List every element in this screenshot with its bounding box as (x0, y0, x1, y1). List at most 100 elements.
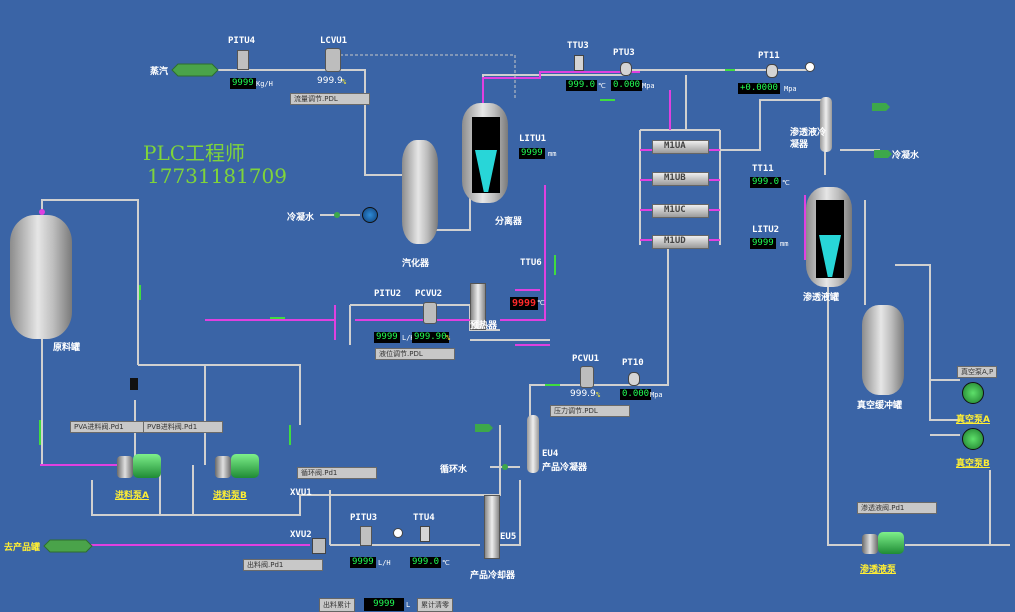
vacuum-pump-b[interactable] (962, 428, 984, 450)
tt11-value: 999.0 (750, 177, 782, 188)
pcvu1-unit: % (596, 391, 601, 399)
pt10-unit: Mpa (650, 391, 663, 399)
pump-indicator-icon (362, 207, 378, 223)
ttu6-tag: TTU6 (520, 258, 542, 268)
xvu1-tag: XVU1 (290, 488, 312, 498)
litu1-tag: LITU1 (519, 134, 547, 144)
steam-label: 蒸汽 (150, 67, 169, 77)
permeate-pump-label[interactable]: 渗透液泵 (860, 565, 897, 575)
pt11-tag: PT11 (758, 51, 780, 61)
control-valve-icon[interactable] (423, 302, 437, 324)
pcvu2-tag: PCVU2 (415, 289, 443, 299)
ptu3-tag: PTU3 (613, 48, 635, 58)
pitu4-value: 9999 (230, 78, 256, 89)
watermark-line1: PLC工程师 (143, 141, 246, 165)
pitu3-unit: L/H (378, 559, 391, 567)
litu1-unit: mm (548, 150, 557, 158)
pressure-sensor-icon (628, 372, 640, 386)
control-valve-icon[interactable] (580, 366, 594, 388)
temp-sensor-icon (574, 55, 584, 71)
level-control-button[interactable]: 液位调节.PDL (375, 348, 455, 360)
membrane-module-a[interactable] (652, 140, 709, 154)
product-condenser-label: 产品冷凝器 (542, 463, 588, 473)
raw-material-tank (10, 215, 72, 339)
product-cooler-label: 产品冷却器 (470, 571, 516, 581)
litu2-tag: LITU2 (752, 225, 780, 235)
feed-pump-b-label[interactable]: 进料泵B (213, 491, 247, 501)
ttu4-value: 999.0 (410, 557, 442, 568)
pressure-gauge-icon (805, 62, 815, 72)
gasifier-label: 汽化器 (402, 259, 430, 269)
product-out-label: 去产品罐 (4, 543, 41, 553)
membrane-module-b[interactable] (652, 172, 709, 186)
ptu3-unit: Mpa (642, 82, 655, 90)
flow-meter-icon (360, 526, 372, 546)
pressure-control-button[interactable]: 压力调节.PDL (550, 405, 630, 417)
ptu3-value: 0.000 (611, 80, 643, 91)
separator-label: 分离器 (495, 217, 523, 227)
pitu2-tag: PITU2 (374, 289, 402, 299)
membrane-module-d[interactable] (652, 235, 709, 249)
tt11-tag: TT11 (752, 164, 774, 174)
ttu6-value: 9999 (510, 297, 539, 310)
pcvu1-tag: PCVU1 (572, 354, 600, 364)
lcvu1-unit: % (342, 78, 347, 86)
xvu2-tag: XVU2 (290, 530, 312, 540)
product-condenser (527, 415, 539, 473)
feed-pump-b[interactable] (215, 452, 260, 480)
pitu3-value: 9999 (350, 557, 376, 568)
ttu4-tag: TTU4 (413, 513, 435, 523)
vacuum-pump-b-label[interactable]: 真空泵B (956, 459, 990, 469)
preheater-label: 预热器 (470, 321, 498, 331)
pressure-gauge-icon (393, 528, 403, 538)
valve-xvu2-icon[interactable] (312, 538, 326, 554)
pvb-feed-valve[interactable]: PVB进料阀.Pd1 (143, 421, 223, 433)
membrane-module-c[interactable] (652, 204, 709, 218)
m1uc-label: M1UC (664, 205, 686, 215)
permeate-condenser (820, 97, 832, 152)
hand-valve-icon[interactable] (130, 378, 138, 390)
litu2-value: 9999 (750, 238, 776, 249)
pcvu2-value: 999.90 (412, 332, 449, 343)
control-valve-icon[interactable] (325, 48, 341, 72)
ttu6-unit: ℃ (537, 299, 545, 307)
reset-total-button[interactable]: 累计清零 (417, 598, 453, 612)
preheater (470, 283, 486, 330)
litu2-unit: mm (780, 240, 789, 248)
ttu3-value: 999.0 (566, 80, 598, 91)
flow-control-button[interactable]: 流量调节.PDL (290, 93, 370, 105)
pt11-value: +0.0000 (738, 83, 780, 94)
condensate-label-2: 冷凝水 (892, 151, 920, 161)
m1ua-label: M1UA (664, 141, 686, 151)
output-valve[interactable]: 出料阀.Pd1 (243, 559, 323, 571)
permeate-condenser-label: 渗透液冷凝器 (790, 128, 827, 150)
pt10-value: 0.000 (620, 389, 652, 400)
vacuum-pump-a[interactable] (962, 382, 984, 404)
vacuum-pump-a-label[interactable]: 真空泵A (956, 415, 990, 425)
permeate-tank-label: 渗透液罐 (803, 293, 840, 303)
temp-sensor-icon (420, 526, 430, 542)
pitu4-tag: PITU4 (228, 36, 256, 46)
permeate-pump[interactable] (862, 530, 904, 556)
pva-feed-valve[interactable]: PVA进料阀.Pd1 (70, 421, 148, 433)
vacuum-pump-control[interactable]: 真空泵A,P (957, 366, 998, 378)
pt10-tag: PT10 (622, 358, 644, 368)
product-cooler (484, 495, 500, 559)
circ-water-label: 循环水 (440, 465, 468, 475)
watermark-line2: 17731181709 (147, 164, 287, 188)
output-total-value: 9999 (364, 598, 404, 611)
m1ub-label: M1UB (664, 173, 686, 183)
circulation-valve[interactable]: 循环阀.Pd1 (297, 467, 377, 479)
flow-meter-icon (237, 50, 249, 70)
pitu2-unit: L/H (402, 334, 415, 342)
permeate-valve-control[interactable]: 渗透液阀.Pd1 (857, 502, 937, 514)
eu4-tag: EU4 (542, 449, 559, 459)
condensate-label-1: 冷凝水 (287, 213, 315, 223)
feed-pump-a[interactable] (117, 452, 162, 480)
feed-pump-a-label[interactable]: 进料泵A (115, 491, 149, 501)
tt11-unit: ℃ (782, 179, 790, 187)
vacuum-buffer-tank (862, 305, 904, 395)
gasifier-vessel (402, 140, 438, 244)
